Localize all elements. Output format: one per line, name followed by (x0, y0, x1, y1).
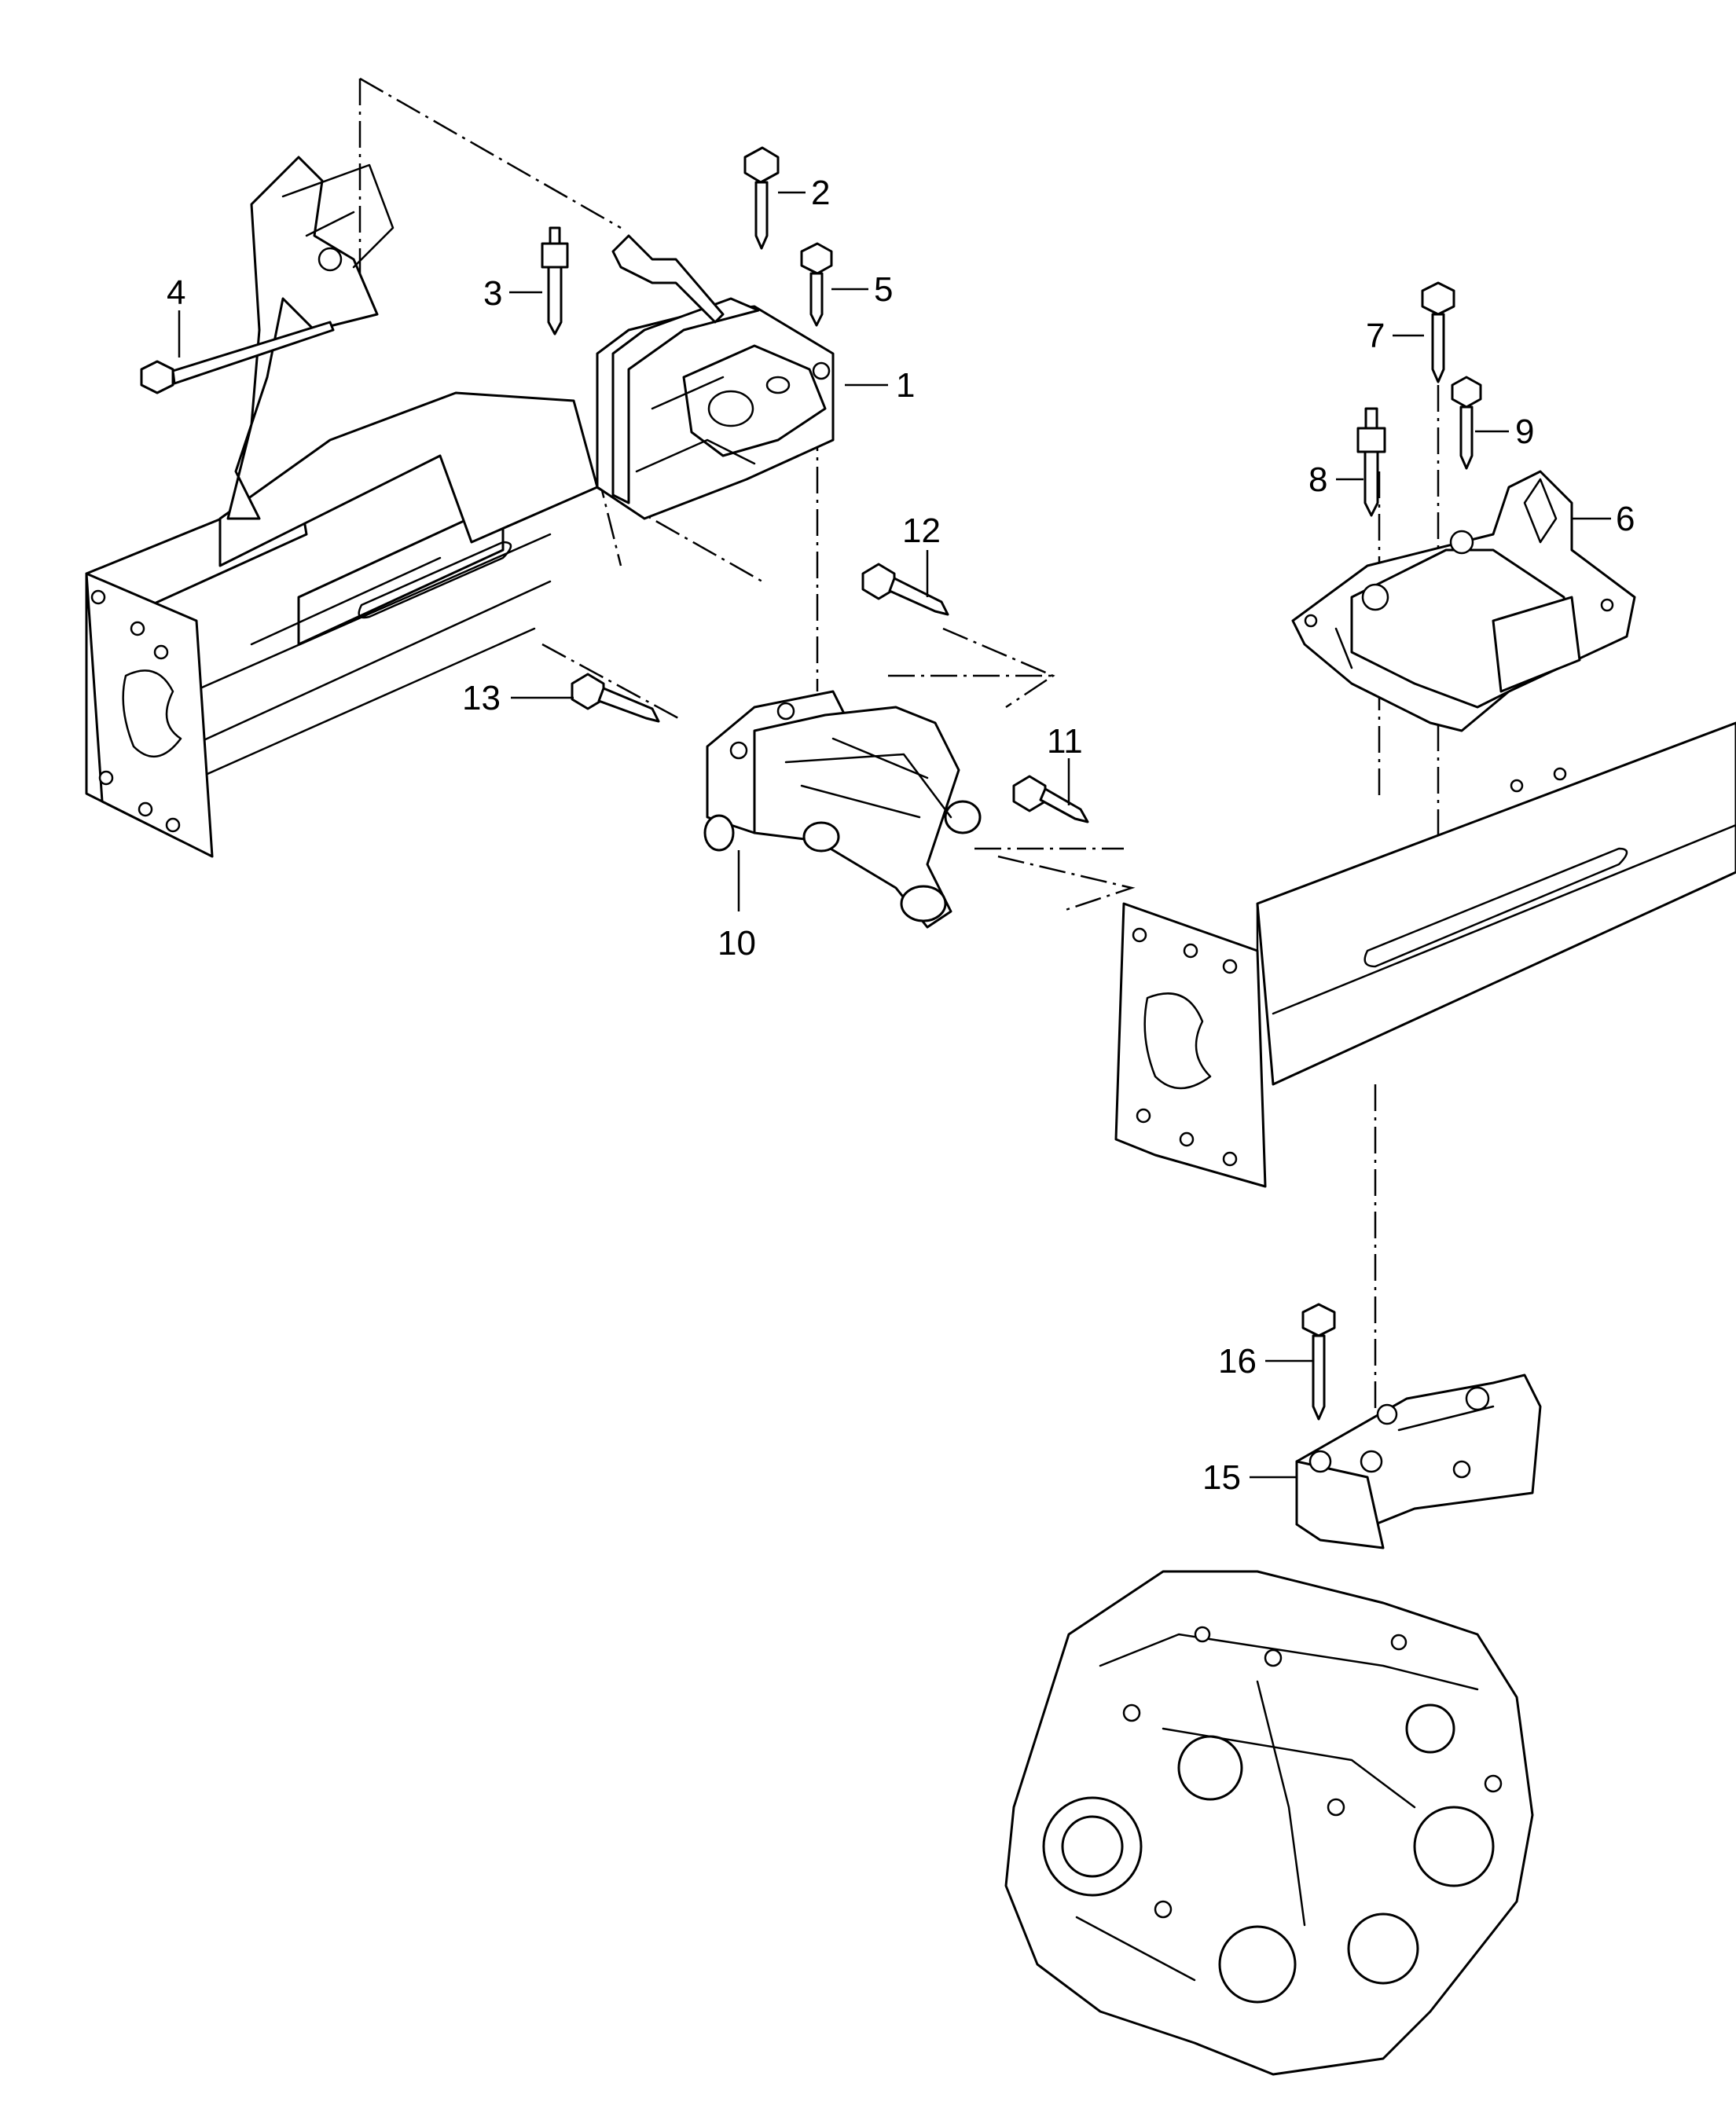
callout-10: 10 (718, 850, 756, 963)
bolt-part-16 (1301, 1303, 1336, 1421)
stud-bolt-part-3 (541, 226, 569, 336)
callout-label-10: 10 (718, 924, 756, 963)
callout-15: 15 (1202, 1458, 1297, 1497)
bolt-part-5 (800, 242, 833, 327)
callout-label-4: 4 (167, 273, 185, 312)
callout-label-9: 9 (1515, 413, 1534, 451)
callout-8: 8 (1308, 460, 1363, 499)
pendulum-support-part-10 (703, 690, 982, 929)
callout-2: 2 (778, 174, 830, 212)
callout-3: 3 (483, 274, 542, 313)
bolt-part-4 (140, 321, 335, 394)
callout-16: 16 (1218, 1342, 1312, 1381)
callout-5: 5 (831, 270, 893, 309)
callout-label-7: 7 (1366, 317, 1385, 355)
bolt-part-12 (861, 563, 949, 616)
callout-12: 12 (902, 512, 941, 597)
callout-label-3: 3 (483, 274, 502, 313)
gearbox-housing (1004, 1570, 1534, 2076)
bolt-part-2 (743, 146, 780, 250)
bolt-part-7 (1421, 281, 1455, 383)
bracket-part-15 (1295, 1373, 1542, 1549)
callout-9: 9 (1475, 413, 1534, 451)
stud-bolt-part-8 (1356, 407, 1386, 517)
callout-label-13: 13 (462, 679, 501, 717)
callout-label-15: 15 (1202, 1458, 1241, 1497)
callout-4: 4 (167, 273, 185, 358)
transmission-mount-part-6 (1291, 470, 1636, 732)
engine-mount-part-1 (596, 234, 835, 520)
callout-13: 13 (462, 679, 574, 717)
callout-label-5: 5 (874, 270, 893, 309)
callout-label-1: 1 (896, 366, 915, 405)
callout-label-12: 12 (902, 512, 941, 550)
callout-label-16: 16 (1218, 1342, 1257, 1381)
callout-6: 6 (1572, 500, 1635, 538)
callout-11: 11 (1047, 722, 1083, 805)
left-subframe-crossmember (85, 156, 599, 858)
bolt-part-11 (1012, 775, 1089, 823)
bolt-part-13 (571, 673, 660, 723)
callout-7: 7 (1366, 317, 1424, 355)
callout-1: 1 (845, 366, 915, 405)
right-subframe-crossmember (1114, 721, 1736, 1188)
callout-label-8: 8 (1308, 460, 1327, 499)
callout-label-6: 6 (1616, 500, 1635, 538)
callout-label-11: 11 (1047, 722, 1083, 761)
bolt-part-9 (1451, 376, 1482, 470)
callout-label-2: 2 (811, 174, 830, 212)
